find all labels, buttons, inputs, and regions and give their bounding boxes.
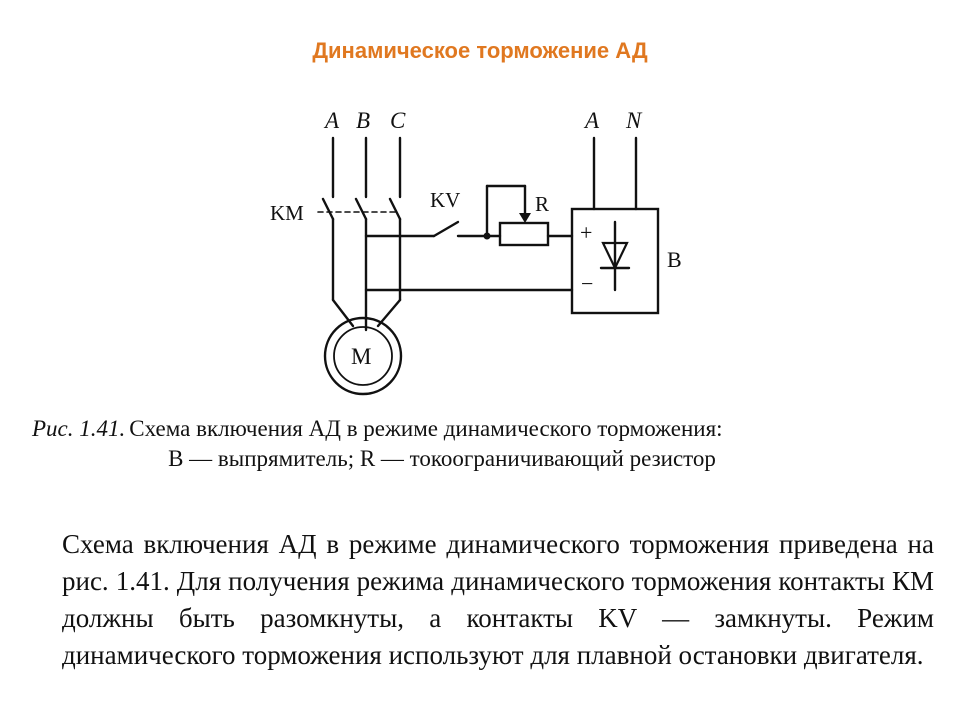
label-minus: − [581, 271, 593, 296]
label-dc-n: N [625, 108, 643, 133]
resistor-arrow [519, 213, 531, 223]
body-paragraph: Схема включения АД в режиме динамическог… [62, 529, 934, 670]
label-phase-a: A [323, 108, 340, 133]
junction-dot [483, 232, 491, 240]
label-dc-a: A [583, 108, 600, 133]
label-plus: + [580, 220, 592, 245]
caption-line-2: В — выпрямитель; R — токоограничивающий … [168, 446, 716, 471]
km-contact-c [388, 197, 402, 221]
diode-icon [601, 241, 629, 271]
caption-text-1: Схема включения АД в режиме динамическог… [129, 416, 723, 441]
label-motor: M [351, 344, 371, 369]
slide-title: Динамическое торможение АД [312, 38, 648, 63]
motor-outer [323, 316, 403, 396]
label-phase-c: C [390, 108, 406, 133]
label-phase-b: B [356, 108, 370, 133]
figure-caption: Рис. 1.41.Схема включения АД в режиме ди… [32, 414, 932, 474]
label-kv: KV [430, 188, 460, 212]
caption-line-1: Рис. 1.41.Схема включения АД в режиме ди… [32, 414, 932, 444]
label-km: KM [270, 201, 304, 225]
km-contact-b [354, 197, 368, 221]
label-rectifier: B [667, 247, 682, 272]
figure-number: Рис. 1.41. [32, 416, 126, 441]
kv-contact [432, 220, 460, 238]
km-contact-a [321, 197, 335, 221]
circuit-diagram: A B C A N KM KV R + − B M [270, 108, 682, 396]
label-r: R [535, 192, 549, 216]
motor-inner [333, 326, 393, 386]
rectifier-box [570, 207, 660, 315]
resistor-r [498, 221, 550, 247]
